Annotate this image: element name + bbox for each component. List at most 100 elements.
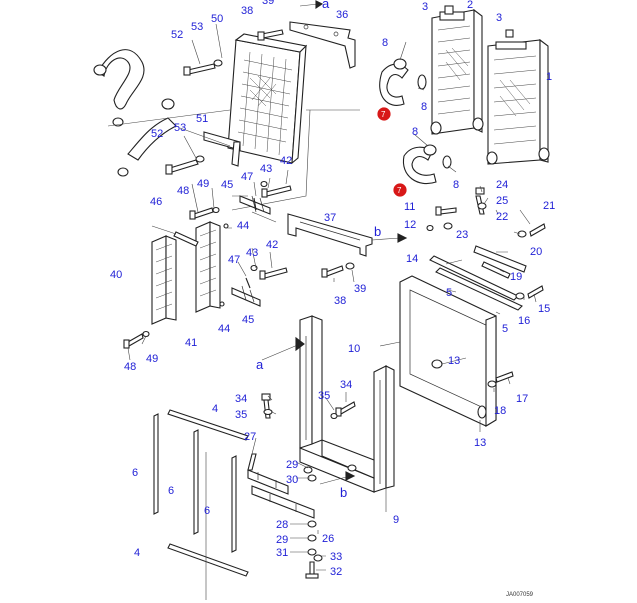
bracket-45-lower xyxy=(231,285,261,307)
callout-13-upper: 13 xyxy=(448,355,460,367)
cooler-40 xyxy=(151,235,177,325)
callout-47-lower: 47 xyxy=(228,254,240,266)
callout-38-lower: 38 xyxy=(334,295,346,307)
bracket-26 xyxy=(251,485,315,519)
callout-44-upper: 44 xyxy=(237,220,249,232)
callout-1: 1 xyxy=(546,71,552,83)
bolt-38-top xyxy=(257,29,284,41)
callout-34-left: 34 xyxy=(235,393,247,405)
callout-53-lower: 53 xyxy=(174,122,186,134)
marker-7-upper-label: 7 xyxy=(381,110,386,119)
callout-43-lower: 43 xyxy=(246,247,258,259)
cooler-41 xyxy=(195,221,221,313)
drawing-code: JA007059 xyxy=(506,592,534,598)
support-frame-9 xyxy=(299,315,395,493)
callout-31: 31 xyxy=(276,547,288,559)
callout-22: 22 xyxy=(496,211,508,223)
washer-53 xyxy=(195,59,223,163)
callout-20: 20 xyxy=(530,246,542,258)
callout-13-lower: 13 xyxy=(474,437,486,449)
callout-30: 30 xyxy=(286,474,298,486)
callout-5-upper: 5 xyxy=(446,287,452,299)
callout-36: 36 xyxy=(336,9,348,21)
strip-46 xyxy=(173,231,199,247)
strip-4-lower xyxy=(167,543,249,577)
callout-52-upper: 52 xyxy=(171,29,183,41)
callout-28: 28 xyxy=(276,519,288,531)
callout-48-upper: 48 xyxy=(177,185,189,197)
support-bar-37 xyxy=(287,213,373,257)
callout-11: 11 xyxy=(404,201,415,213)
callout-8-d: 8 xyxy=(453,179,459,191)
radiator-1 xyxy=(486,38,550,165)
letter-b-bottom: b xyxy=(340,485,347,500)
callout-29-lower: 29 xyxy=(276,534,288,546)
callout-45-upper: 45 xyxy=(221,179,233,191)
marker-7-upper xyxy=(376,106,392,122)
callout-46: 46 xyxy=(150,196,162,208)
callout-34-right: 34 xyxy=(340,379,352,391)
strip-4-upper xyxy=(167,409,249,441)
callout-40: 40 xyxy=(110,269,122,281)
callout-24: 24 xyxy=(496,179,508,191)
callout-23: 23 xyxy=(456,229,468,241)
callout-8-a: 8 xyxy=(382,37,388,49)
marker-7-lower xyxy=(392,182,408,198)
callout-8-c: 8 xyxy=(412,126,418,138)
callout-39-top: 39 xyxy=(262,0,274,7)
bolts-47-43-42 xyxy=(245,180,292,289)
bolt-52-lower xyxy=(165,159,199,175)
callout-49-upper: 49 xyxy=(197,178,209,190)
callout-38-top: 38 xyxy=(241,5,253,17)
callout-52-lower: 52 xyxy=(151,128,163,140)
callout-42-upper: 42 xyxy=(280,155,292,167)
bolts-right-group xyxy=(426,187,546,388)
callout-43-upper: 43 xyxy=(260,163,272,175)
callout-26: 26 xyxy=(322,533,334,545)
callout-9: 9 xyxy=(393,514,399,526)
callout-45-lower: 45 xyxy=(242,314,254,326)
callout-25: 25 xyxy=(496,195,508,207)
callout-35-left: 35 xyxy=(235,409,247,421)
reference-letters: a a b b xyxy=(256,0,381,500)
callout-15: 15 xyxy=(538,303,550,315)
callout-labels: 1 2 3 3 8 8 8 8 36 38 39 50 51 52 52 53 … xyxy=(110,0,555,578)
callout-8-b: 8 xyxy=(421,101,427,113)
callout-49-lower: 49 xyxy=(146,353,158,365)
callout-4-lower: 4 xyxy=(134,547,140,559)
letter-a-mid: a xyxy=(256,357,264,372)
radiator-top-bracket-36 xyxy=(289,21,356,69)
callout-18: 18 xyxy=(494,405,506,417)
callout-44-lower: 44 xyxy=(218,323,230,335)
callout-37: 37 xyxy=(324,212,336,224)
callout-51: 51 xyxy=(196,113,208,125)
callout-6-right: 6 xyxy=(204,505,210,517)
letter-b-right: b xyxy=(374,224,381,239)
callout-42-lower: 42 xyxy=(266,239,278,251)
callout-27: 27 xyxy=(244,431,256,443)
callout-35-right: 35 xyxy=(318,390,330,402)
fan-shroud-10 xyxy=(399,275,497,427)
callout-53-upper: 53 xyxy=(191,21,203,33)
seal-strips-5-14 xyxy=(429,245,527,311)
callout-3-right: 3 xyxy=(496,12,502,24)
callout-6-mid: 6 xyxy=(168,485,174,497)
bolt-52-upper xyxy=(183,63,216,76)
callout-5-lower: 5 xyxy=(502,323,508,335)
callout-12: 12 xyxy=(404,219,416,231)
hose-right-upper xyxy=(379,58,427,106)
callout-50: 50 xyxy=(211,13,223,25)
callout-14: 14 xyxy=(406,253,418,265)
bracket-51 xyxy=(203,131,241,167)
callout-32: 32 xyxy=(330,566,342,578)
callout-33: 33 xyxy=(330,551,342,563)
callout-29-upper: 29 xyxy=(286,459,298,471)
radiator-2 xyxy=(430,8,484,135)
callout-3-left: 3 xyxy=(422,1,428,13)
callout-41: 41 xyxy=(185,337,197,349)
callout-47-upper: 47 xyxy=(241,171,253,183)
letter-a-top: a xyxy=(322,0,330,11)
bolts-left-coolers xyxy=(123,206,229,349)
callout-17: 17 xyxy=(516,393,528,405)
strip-6-mid xyxy=(193,429,199,535)
